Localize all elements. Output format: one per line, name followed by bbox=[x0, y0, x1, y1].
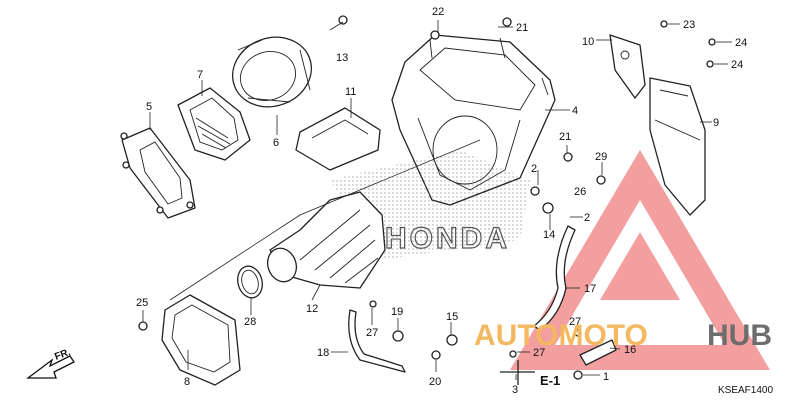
callout-24-upper: 24 bbox=[735, 37, 747, 49]
callout-numbers: 1 2 2 3 4 5 6 7 8 9 10 11 12 13 14 15 16… bbox=[136, 6, 747, 396]
diagram-code: KSEAF1400 bbox=[718, 385, 773, 396]
leader-lines bbox=[142, 20, 732, 380]
watermark-hub: HUB bbox=[707, 319, 772, 352]
part-7-filter-holder bbox=[177, 87, 251, 161]
part-6-air-filter-element bbox=[232, 36, 312, 108]
callout-26: 26 bbox=[574, 186, 586, 198]
callout-6: 6 bbox=[273, 137, 279, 149]
callout-11: 11 bbox=[345, 86, 356, 98]
callout-2-upper: 2 bbox=[531, 163, 537, 175]
callout-5: 5 bbox=[146, 101, 152, 113]
callout-20: 20 bbox=[429, 376, 441, 388]
part-18-drain-hose bbox=[348, 309, 406, 373]
callout-8: 8 bbox=[184, 376, 190, 388]
part-16-breather-tube bbox=[579, 339, 617, 366]
svg-text:HONDA: HONDA bbox=[385, 222, 510, 255]
callout-16: 16 bbox=[624, 344, 636, 356]
callout-18: 18 bbox=[317, 347, 329, 359]
callout-22: 22 bbox=[432, 6, 444, 18]
callout-27-middle: 27 bbox=[533, 347, 545, 359]
section-ref-e1: E-1 bbox=[540, 373, 560, 388]
callout-21-lower: 21 bbox=[559, 131, 571, 143]
callout-12: 12 bbox=[306, 303, 318, 315]
front-direction-arrow: FR. bbox=[26, 347, 75, 379]
callout-17: 17 bbox=[584, 283, 596, 295]
part-10-stay bbox=[609, 34, 646, 99]
callout-27-right: 27 bbox=[569, 316, 581, 328]
part-11-bracket bbox=[295, 107, 381, 171]
callout-4: 4 bbox=[572, 105, 578, 117]
part-12-intake-duct bbox=[266, 191, 386, 289]
callout-25: 25 bbox=[136, 297, 148, 309]
callout-10: 10 bbox=[582, 36, 594, 48]
small-fasteners bbox=[138, 15, 716, 385]
callout-27-left: 27 bbox=[366, 327, 378, 339]
callout-3: 3 bbox=[512, 384, 518, 396]
part-9-guard bbox=[649, 77, 706, 216]
callout-29: 29 bbox=[595, 151, 607, 163]
callout-9: 9 bbox=[713, 117, 719, 129]
callout-13: 13 bbox=[336, 52, 348, 64]
callout-24-lower: 24 bbox=[731, 59, 743, 71]
callout-2-lower: 2 bbox=[584, 212, 590, 224]
callout-1: 1 bbox=[603, 371, 609, 383]
part-5-bracket-plate bbox=[120, 127, 196, 219]
callout-21-upper: 21 bbox=[516, 22, 528, 34]
watermark-text: AUTOMOTO HUB bbox=[474, 319, 772, 352]
callout-28: 28 bbox=[244, 316, 256, 328]
callout-7: 7 bbox=[197, 69, 203, 81]
callout-23: 23 bbox=[683, 19, 695, 31]
watermark-automoto: AUTOMOTO bbox=[474, 319, 648, 352]
part-17-breather-hose bbox=[533, 225, 576, 331]
watermark-triangle-logo bbox=[510, 150, 770, 370]
part-8-cover-plate bbox=[161, 294, 241, 386]
callout-19: 19 bbox=[391, 306, 403, 318]
callout-14: 14 bbox=[543, 229, 555, 241]
part-28-clamp bbox=[237, 265, 263, 299]
front-label: FR. bbox=[53, 347, 72, 363]
callout-15: 15 bbox=[446, 311, 458, 323]
